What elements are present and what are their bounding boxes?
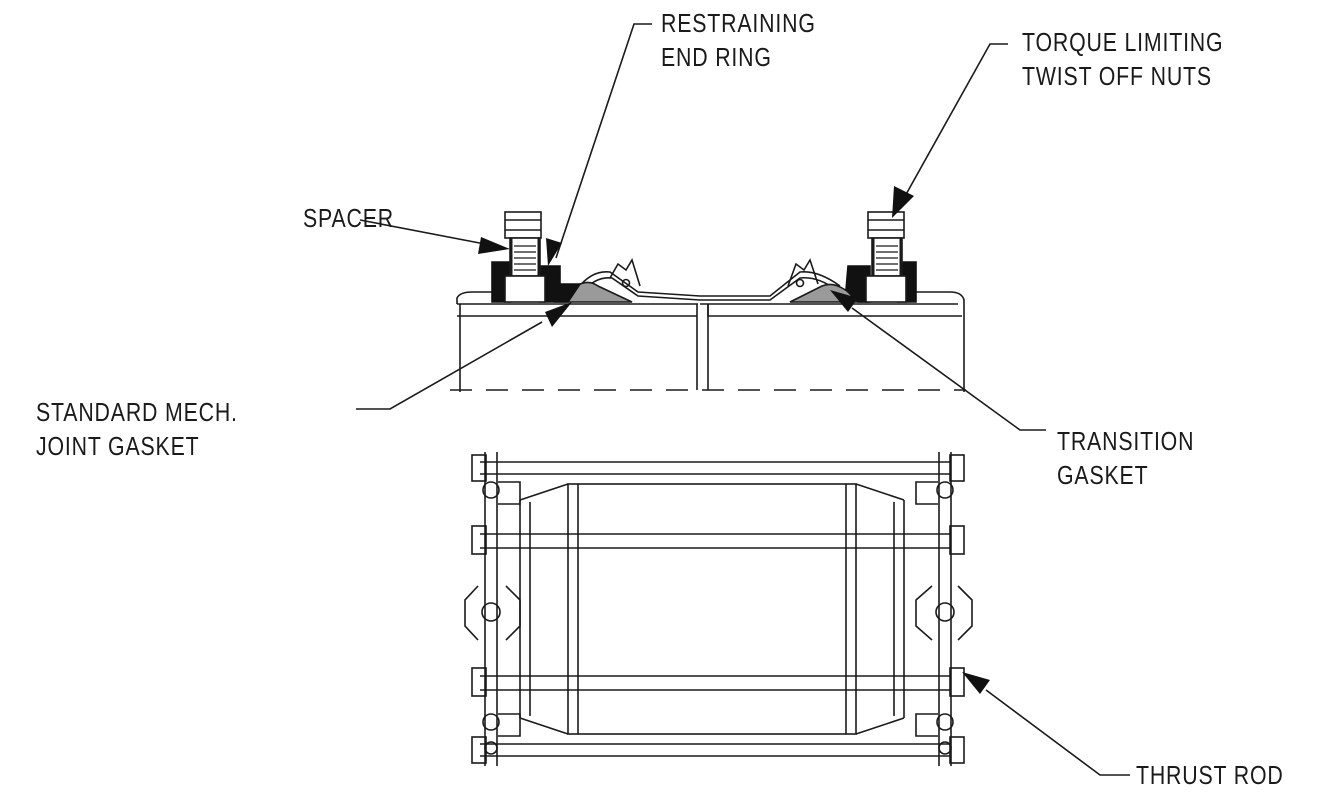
label-transition-gasket: TRANSITION GASKET: [1057, 424, 1194, 492]
right-bolt-assembly: [865, 211, 907, 303]
arrow-transition-gasket: [830, 290, 858, 312]
label-torque-limiting-nuts: TORQUE LIMITING TWIST OFF NUTS: [1022, 25, 1223, 93]
label-standard-gasket-line1: STANDARD MECH.: [36, 397, 238, 427]
pipe-left: [456, 291, 709, 392]
label-restraining-end-ring-line1: RESTRAINING: [661, 8, 816, 38]
label-transition-gasket-line1: TRANSITION: [1057, 426, 1195, 456]
label-torque-limiting-nuts-line2: TWIST OFF NUTS: [1022, 61, 1212, 91]
plan-view: [464, 452, 973, 766]
right-flange: [915, 452, 973, 766]
label-restraining-end-ring: RESTRAINING END RING: [661, 6, 816, 74]
arrow-spacer: [478, 237, 510, 254]
plan-sleeve-body: [567, 483, 857, 735]
arrow-restraining-end-ring: [546, 238, 562, 266]
thrust-rods: [480, 461, 950, 757]
arrow-torque-limiting-nuts: [892, 186, 914, 218]
sleeve: [577, 270, 841, 297]
label-standard-gasket-line2: JOINT GASKET: [36, 431, 200, 461]
left-flange: [464, 452, 521, 766]
leader-lines: [356, 23, 1130, 776]
label-restraining-end-ring-line2: END RING: [661, 42, 772, 72]
label-spacer: SPACER: [303, 203, 395, 233]
pipe-right: [700, 291, 965, 392]
arrow-thrust-rod: [962, 672, 990, 694]
label-transition-gasket-line2: GASKET: [1057, 460, 1149, 490]
label-thrust-rod: THRUST ROD: [1136, 760, 1284, 790]
left-bolt-assembly: [504, 211, 546, 303]
arrow-standard-gasket: [545, 302, 572, 327]
label-torque-limiting-nuts-line1: TORQUE LIMITING: [1022, 27, 1224, 57]
label-standard-gasket: STANDARD MECH. JOINT GASKET: [36, 395, 238, 463]
section-view: [450, 211, 966, 392]
